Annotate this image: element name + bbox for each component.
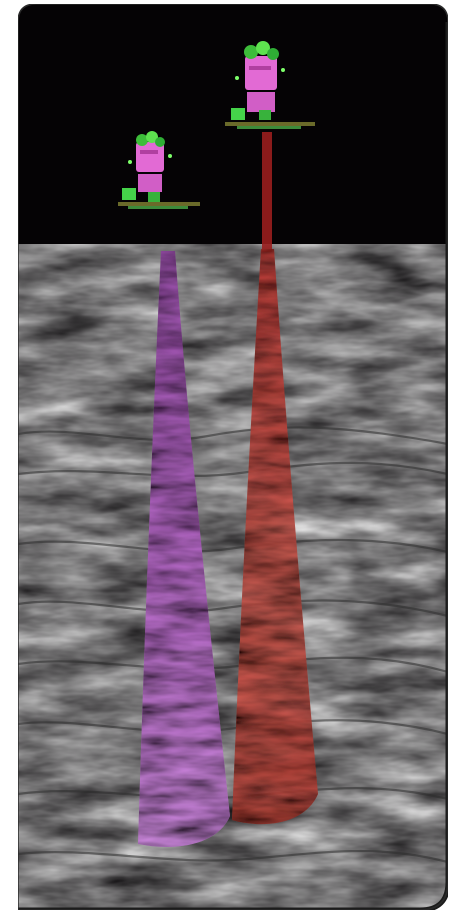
image-frame (18, 4, 448, 910)
right-riser (262, 132, 272, 252)
scene (18, 4, 448, 910)
